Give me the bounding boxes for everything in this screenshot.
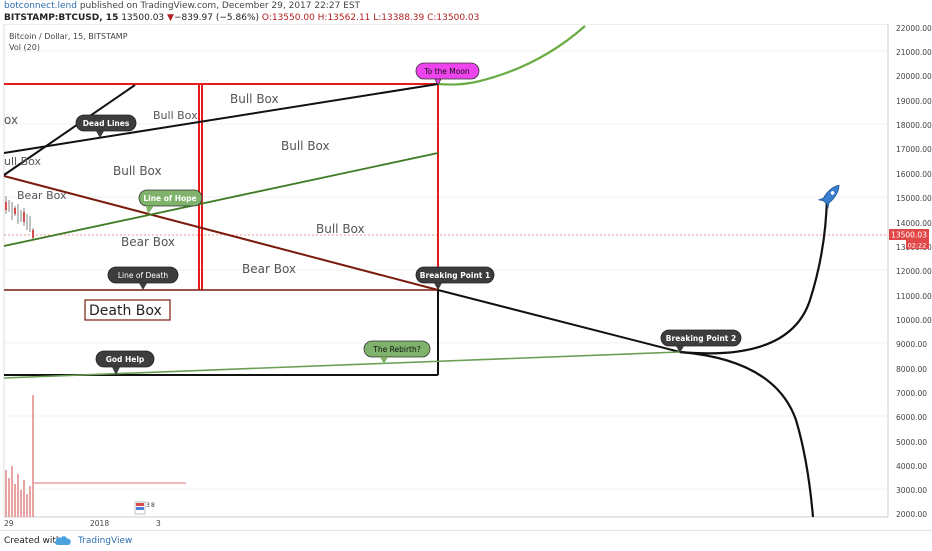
bear-box-label: Bear Box: [242, 262, 296, 276]
bull-box-fragment-label: ull Box: [4, 155, 42, 168]
callout-text: The Rebirth?: [372, 345, 420, 354]
price-tick: 21000.00: [896, 48, 932, 57]
box-fragment-label: ox: [4, 113, 18, 127]
crash-curve: [679, 350, 815, 518]
bull-box-label: Bull Box: [153, 109, 198, 122]
price-tick: 8000.00: [896, 365, 927, 374]
callout-to-the-moon[interactable]: To the Moon: [415, 62, 480, 86]
rocket-curve: [679, 195, 829, 355]
price-tick: 22000.00: [896, 24, 932, 33]
price-tick: 17000.00: [896, 145, 932, 154]
current-price-tag: 13500.03 02:22: [889, 229, 929, 250]
death-box-label: Death Box: [89, 303, 162, 319]
price-tick: 14000.00: [896, 219, 932, 228]
price-change: −839.97 (−5.86%): [173, 13, 260, 23]
price-tick: 9000.00: [896, 340, 927, 349]
gridlines: [4, 50, 888, 490]
callout-breaking-point-1[interactable]: Breaking Point 1: [415, 266, 495, 290]
tradingview-cloud-icon: [54, 536, 71, 545]
price-tick: 20000.00: [896, 72, 932, 81]
time-tick: 29: [4, 519, 14, 528]
price-tick: 3000.00: [896, 486, 927, 495]
events-badge[interactable]: 3 8: [134, 501, 155, 515]
bear-diagonal-line: [3, 175, 439, 291]
bear-box-label: Bear Box: [17, 189, 67, 202]
callout-text: God Help: [106, 355, 145, 364]
price-tick: 2000.00: [896, 510, 927, 519]
time-axis: 29 2018 3: [4, 519, 161, 528]
price-tick: 18000.00: [896, 121, 932, 130]
symbol-line: BITSTAMP:BTCUSD, 15 13500.03 ▼−839.97 (−…: [4, 13, 479, 23]
line-of-hope-trend: [3, 152, 439, 247]
symbol-name: BITSTAMP:BTCUSD, 15: [4, 13, 119, 23]
callout-text: Line of Death: [118, 271, 169, 280]
death-box-frame[interactable]: [84, 299, 171, 321]
footer: Created with TradingView: [0, 530, 932, 551]
publisher-username[interactable]: botconnect.lend: [4, 1, 77, 11]
price-tick: 11000.00: [896, 292, 932, 301]
callout-breaking-point-2[interactable]: Breaking Point 2: [660, 329, 742, 353]
price-tick: 6000.00: [896, 413, 927, 422]
volume-bars: [5, 395, 34, 517]
callout-text: Line of Hope: [143, 194, 196, 203]
bar-countdown: 02:22: [908, 242, 927, 250]
callout-the-rebirth[interactable]: The Rebirth?: [363, 340, 431, 364]
time-tick: 3: [156, 519, 161, 528]
volume-legend[interactable]: Vol (20): [9, 43, 40, 52]
price-tick: 5000.00: [896, 438, 927, 447]
price-tick: 19000.00: [896, 97, 932, 106]
price-tick: 15000.00: [896, 194, 932, 203]
price-chart[interactable]: 22000.00 21000.00 20000.00 19000.00 1800…: [0, 24, 932, 530]
bull-box-label: Bull Box: [113, 164, 162, 178]
down-arrow-icon: ▼: [167, 13, 174, 23]
bull-box-label: Bull Box: [281, 139, 330, 153]
price-candle-bodies: [5, 202, 34, 238]
callout-text: To the Moon: [423, 67, 470, 76]
bear-box-label: Bear Box: [121, 235, 175, 249]
publisher-line: botconnect.lend published on TradingView…: [4, 1, 360, 11]
badge-number: 8: [151, 502, 155, 509]
price-axis: 22000.00 21000.00 20000.00 19000.00 1800…: [896, 24, 932, 519]
price-tick: 10000.00: [896, 316, 932, 325]
callout-dead-lines[interactable]: Dead Lines: [75, 114, 137, 138]
bull-box-label: Bull Box: [230, 92, 279, 106]
created-with-label: Created with: [4, 536, 62, 546]
price-tick: 4000.00: [896, 462, 927, 471]
publish-info: published on TradingView.com, December 2…: [79, 1, 361, 11]
tradingview-brand-link[interactable]: TradingView: [78, 536, 133, 546]
callout-line-of-death[interactable]: Line of Death: [107, 266, 179, 290]
badge-number: 3: [146, 502, 150, 509]
price-tick: 16000.00: [896, 170, 932, 179]
price-tick: 12000.00: [896, 267, 932, 276]
rocket-icon: [817, 184, 840, 209]
callout-text: Breaking Point 1: [420, 271, 490, 280]
bull-box-label: Bull Box: [316, 222, 365, 236]
callout-text: Dead Lines: [83, 119, 130, 128]
chart-legend-title[interactable]: Bitcoin / Dollar, 15, BITSTAMP: [9, 32, 128, 41]
moon-curve: [437, 25, 586, 86]
current-price-label: 13500.03: [891, 231, 927, 240]
callout-text: Breaking Point 2: [666, 334, 736, 343]
last-price: 13500.03: [121, 13, 165, 23]
time-tick: 2018: [90, 519, 109, 528]
price-tick: 7000.00: [896, 389, 927, 398]
callout-god-help[interactable]: God Help: [95, 350, 155, 375]
ohlc-values: O:13550.00 H:13562.11 L:13388.39 C:13500…: [261, 13, 480, 23]
red-box-lines: [4, 83, 439, 290]
callout-line-of-hope[interactable]: Line of Hope: [138, 189, 203, 214]
